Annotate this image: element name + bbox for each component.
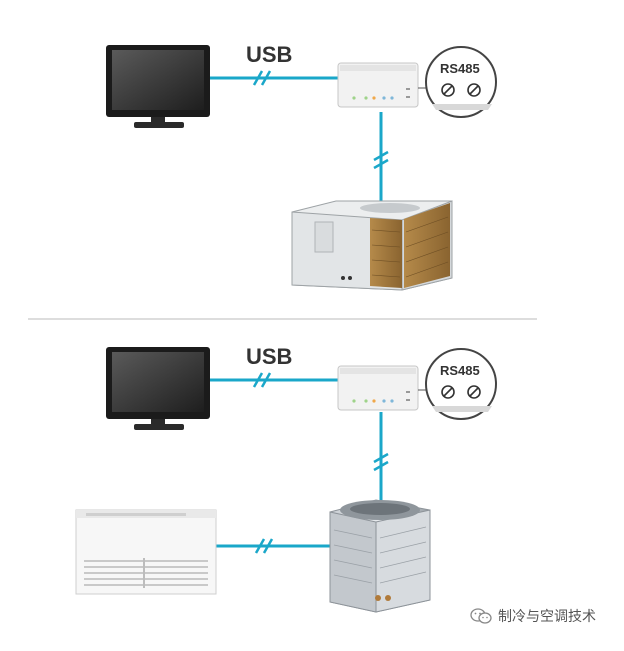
- rs485-callout-top: RS485: [418, 46, 497, 118]
- usb-label-top: USB: [246, 42, 293, 67]
- rs485-label-bottom: RS485: [440, 363, 480, 378]
- watermark: 制冷与空调技术: [470, 606, 596, 626]
- top-cables: [210, 76, 383, 205]
- watermark-text: 制冷与空调技术: [498, 609, 596, 625]
- computer-monitor-bottom: [106, 347, 210, 430]
- wechat-icon: [470, 608, 492, 624]
- rs485-label-top: RS485: [440, 61, 480, 76]
- gateway-module-bottom: [337, 365, 419, 411]
- rs485-callout-bottom: RS485: [418, 348, 497, 420]
- gateway-module-top: [337, 62, 419, 108]
- usb-label-bottom: USB: [246, 344, 293, 369]
- rooftop-ac-unit: [291, 200, 453, 291]
- indoor-ac-unit: [75, 509, 217, 595]
- computer-monitor-top: [106, 45, 210, 128]
- cable-break-marks-bottom: [252, 372, 389, 554]
- outdoor-condensing-unit: [329, 499, 431, 613]
- cable-break-marks-top: [252, 70, 389, 170]
